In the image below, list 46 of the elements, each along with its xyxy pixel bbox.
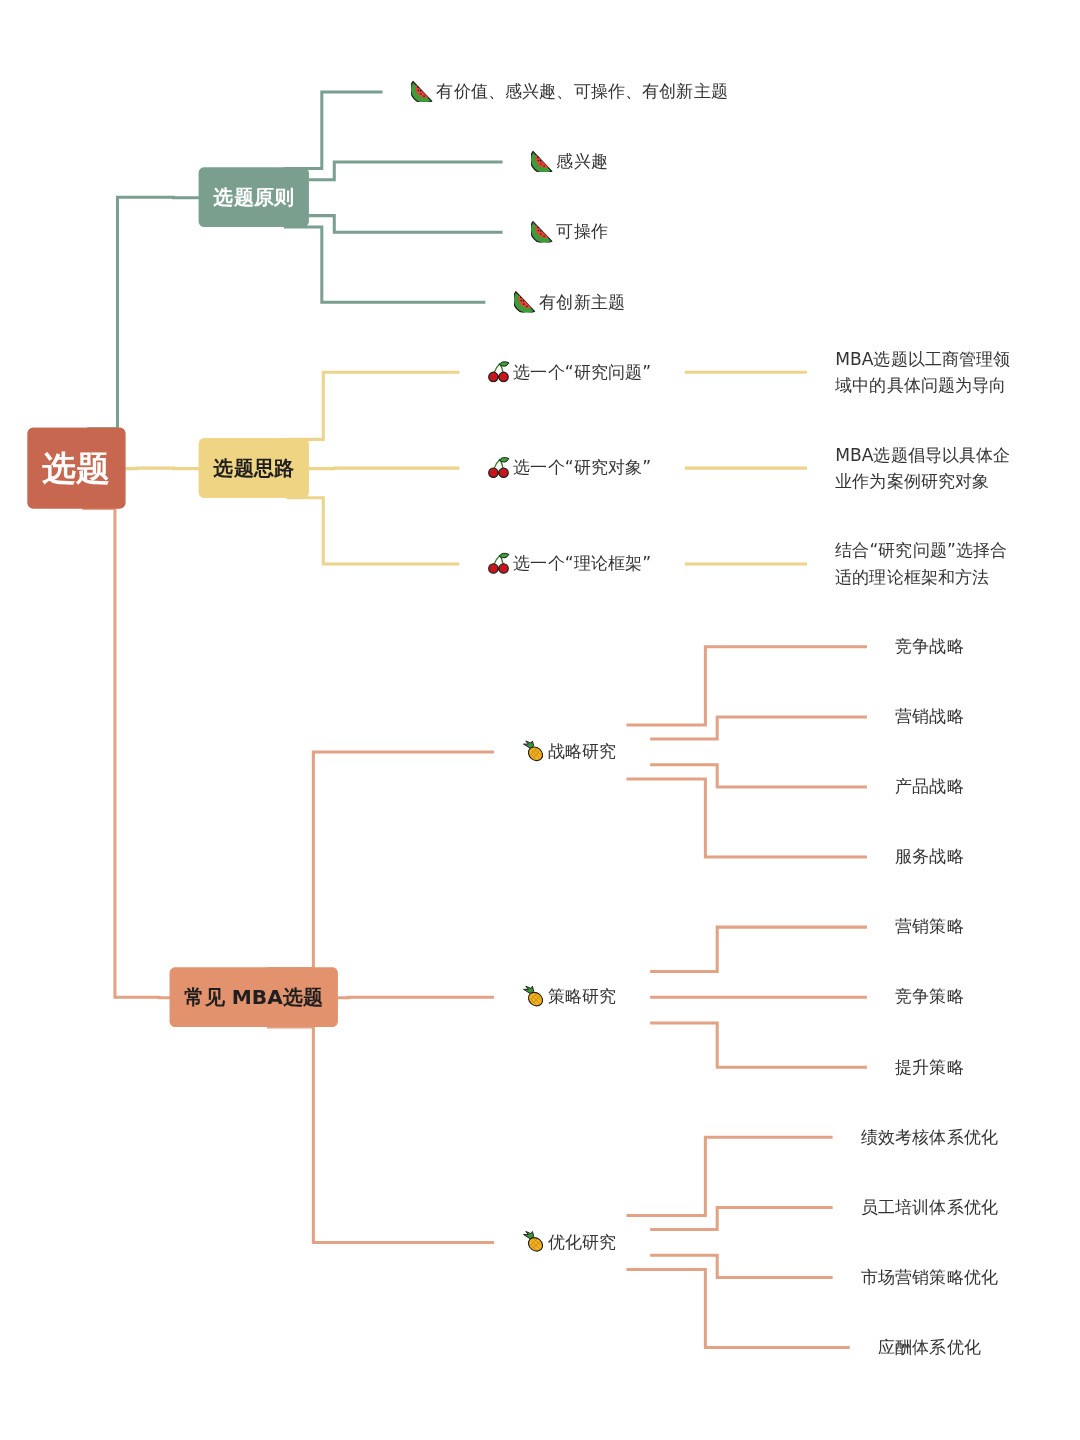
connector bbox=[337, 995, 494, 1000]
node-label: 选一个“研究问题” bbox=[513, 361, 652, 382]
connector bbox=[626, 1136, 833, 1218]
connector bbox=[626, 777, 867, 859]
node-text: 竞争策略 bbox=[895, 986, 964, 1007]
connector bbox=[650, 763, 867, 789]
node-text: 结合“研究问题”选择合适的理论框架和方法 bbox=[835, 540, 1008, 587]
connector bbox=[283, 225, 486, 304]
node-text: MBA选题以工商管理领域中的具体问题为导向 bbox=[835, 348, 1011, 395]
node-text: 提升策略 bbox=[895, 1056, 964, 1077]
node-label: 策略研究 bbox=[547, 986, 617, 1007]
connector bbox=[650, 715, 867, 741]
node-label: 战略研究 bbox=[547, 741, 617, 762]
node-text: 绩效考核体系优化 bbox=[860, 1126, 998, 1147]
node-text: 应酬体系优化 bbox=[878, 1336, 981, 1358]
node-text: 营销战略 bbox=[895, 706, 964, 727]
connector bbox=[308, 466, 460, 471]
node-text: 营销策略 bbox=[895, 916, 964, 937]
connector bbox=[650, 925, 867, 974]
connector bbox=[650, 1021, 867, 1069]
node-label: 有价值、感兴趣、可操作、有创新主题 bbox=[436, 81, 728, 102]
node-label: 有创新主题 bbox=[539, 291, 626, 312]
connector bbox=[626, 1268, 850, 1350]
node-text: 产品战略 bbox=[895, 776, 964, 797]
connector bbox=[684, 562, 807, 566]
node-label: 选一个“研究对象” bbox=[513, 457, 652, 478]
node-label: 感兴趣 bbox=[556, 151, 608, 172]
connector bbox=[266, 1025, 494, 1245]
node-text: MBA选题倡导以具体企业作为案例研究对象 bbox=[835, 444, 1011, 491]
node-text: 服务战略 bbox=[895, 846, 964, 867]
connector bbox=[626, 645, 867, 727]
node-label: 可操作 bbox=[556, 221, 608, 242]
connector bbox=[650, 995, 867, 999]
connector bbox=[308, 214, 503, 234]
node-text: 市场营销策略优化 bbox=[860, 1266, 998, 1288]
connector bbox=[684, 466, 807, 470]
connector bbox=[286, 496, 460, 566]
node-label: 选一个“理论框架” bbox=[513, 553, 652, 574]
connector bbox=[125, 466, 200, 471]
connector bbox=[308, 160, 503, 182]
node-label: 优化研究 bbox=[547, 1231, 617, 1252]
node-text: 员工培训体系优化 bbox=[860, 1196, 998, 1217]
connector bbox=[684, 371, 807, 375]
node-text: 竞争战略 bbox=[895, 636, 964, 657]
connector bbox=[650, 1206, 833, 1232]
connector bbox=[650, 1254, 833, 1280]
